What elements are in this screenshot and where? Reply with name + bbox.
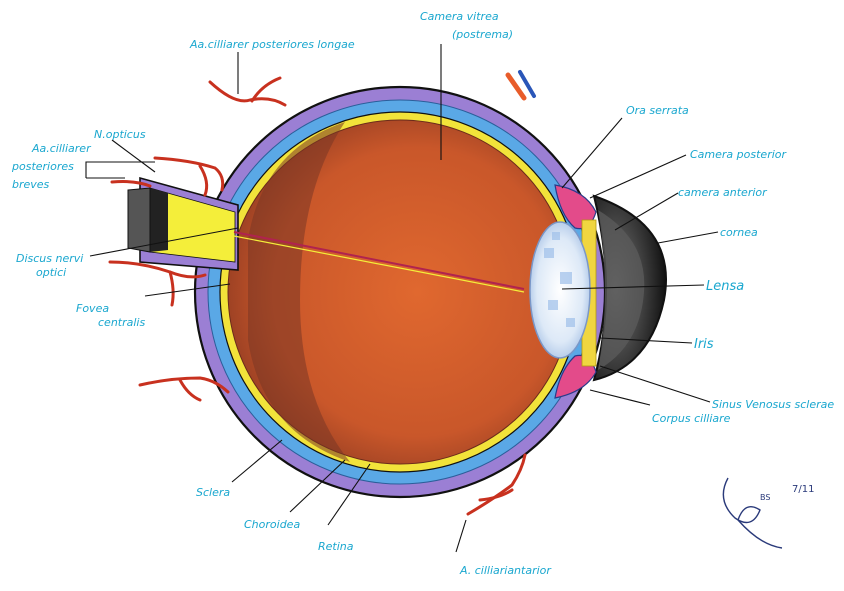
label-n-opticus: N.opticus: [94, 128, 146, 141]
label-camera-anterior: camera anterior: [678, 186, 768, 199]
label-corpus-cilliare: Corpus cilliare: [652, 412, 731, 425]
label-sinus-venosus-sclerae: Sinus Venosus sclerae: [712, 398, 834, 411]
label-camera-posterior: Camera posterior: [690, 148, 787, 161]
signature: BS 7/11: [722, 477, 814, 549]
short-ciliary-artery-bottom: [138, 376, 230, 394]
short-ciliary-artery-mid: [110, 180, 152, 188]
labels: Aa.cilliarer posteriores longae Camera v…: [11, 10, 834, 577]
short-ciliary-artery-top: [153, 156, 225, 192]
anterior-chamber: [598, 210, 645, 370]
blood-vessels: [108, 70, 536, 516]
label-ora-serrata: Ora serrata: [626, 104, 689, 117]
signature-scribble: [722, 477, 783, 549]
label-lensa: Lensa: [706, 279, 744, 294]
label-choroidea: Choroidea: [244, 518, 300, 531]
label-discus-nervi-line1: Discus nervi: [16, 252, 83, 265]
label-iris: Iris: [694, 337, 714, 352]
label-sclera: Sclera: [196, 486, 230, 499]
label-aa-cilliarer-line2: posteriores: [11, 160, 74, 173]
label-aa-cilliarer-line3: breves: [12, 178, 50, 191]
posterior-long-ciliary-artery-top: [208, 80, 287, 107]
label-cornea: cornea: [720, 226, 758, 239]
signature-date: 7/11: [792, 484, 814, 495]
eye-globe: [193, 85, 607, 499]
anterior-vessel-top: [505, 72, 527, 101]
label-aa-cilliarer-line1: Aa.cilliarer: [31, 142, 92, 155]
label-aa-cilliarer-posteriores-longae: Aa.cilliarer posteriores longae: [189, 38, 355, 51]
label-a-cilliari-anterior: A. cilliariantarior: [459, 564, 552, 577]
lens: [529, 221, 591, 359]
vitreous-shade: [248, 122, 350, 462]
pointer-lines: [85, 44, 719, 553]
signature-initials: BS: [760, 493, 770, 502]
label-retina: Retina: [318, 540, 354, 553]
optic-nerve: [127, 176, 525, 293]
anterior-segment: [529, 184, 667, 399]
label-fovea-line1: Fovea: [76, 302, 109, 315]
label-discus-nervi-line2: optici: [36, 266, 66, 279]
label-fovea-line2: centralis: [98, 316, 145, 329]
label-camera-vitrea-sub: (postrema): [452, 28, 513, 41]
lens-fibers: [544, 232, 575, 327]
anterior-ciliary-artery: [466, 453, 527, 516]
label-camera-vitrea: Camera vitrea: [420, 10, 499, 23]
